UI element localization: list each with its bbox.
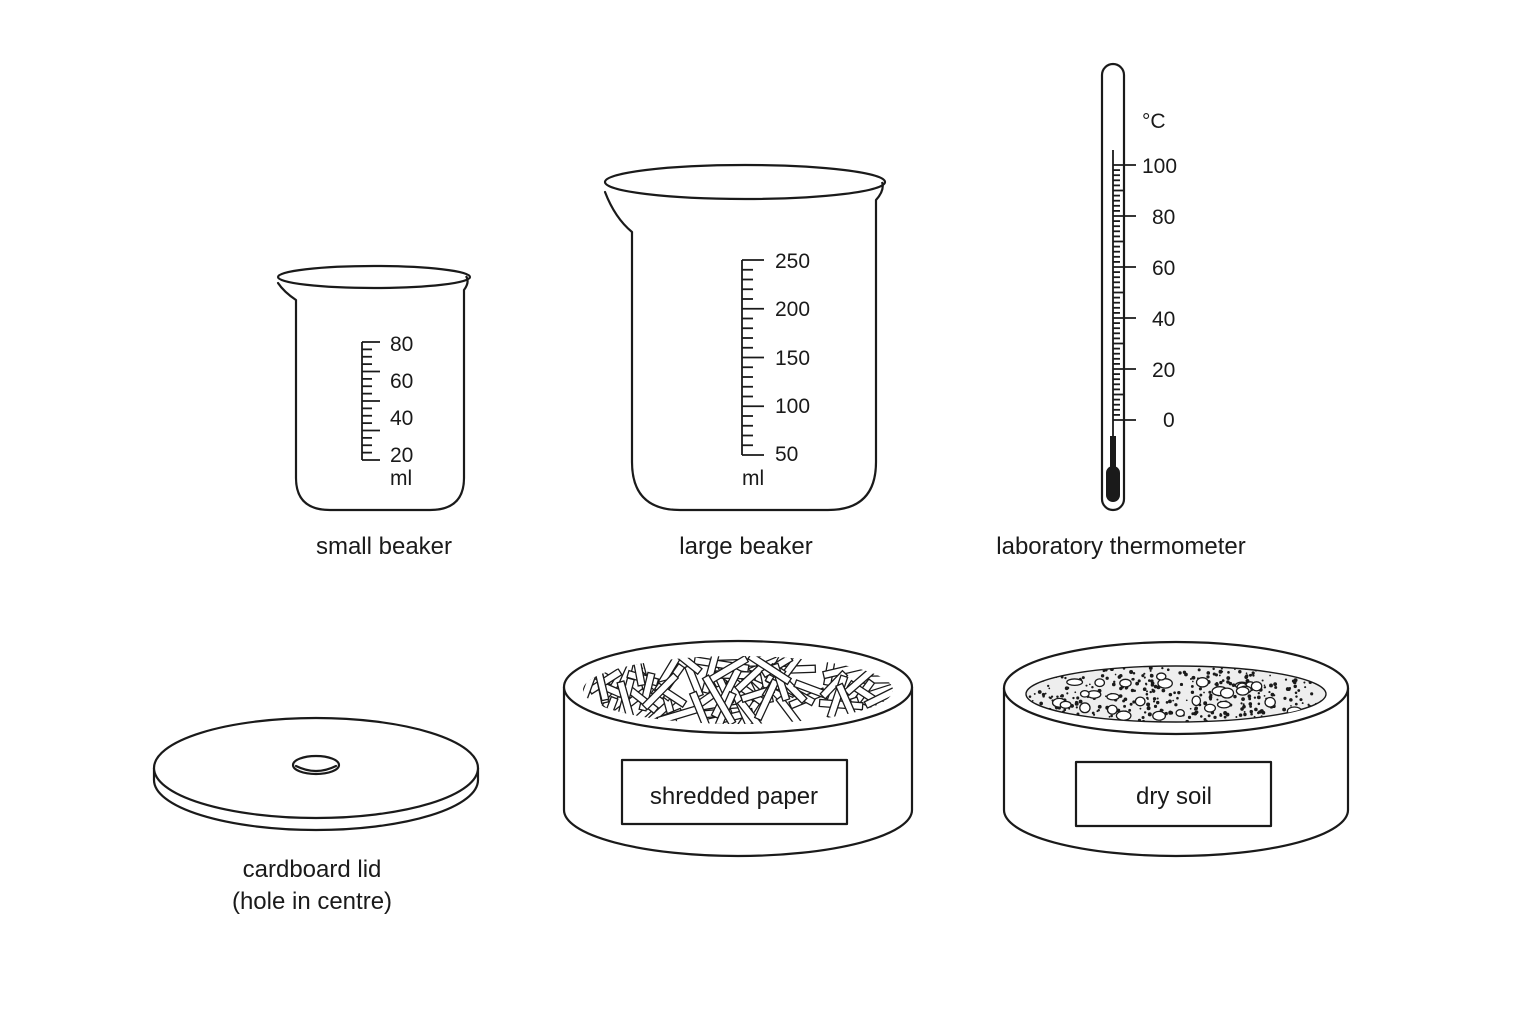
thermometer: °C 100 80 60 40 20 0 [1100, 62, 1177, 512]
small-beaker-scale-label-80: 80 [390, 333, 413, 356]
thermometer-scale-label-60: 60 [1152, 257, 1175, 280]
thermometer-unit: °C [1142, 110, 1166, 133]
shredded-paper-label-box [620, 758, 849, 826]
cardboard-lid-caption-line1: cardboard lid [242, 856, 382, 883]
thermometer-caption: laboratory thermometer [996, 533, 1246, 560]
thermometer-scale-label-100: 100 [1142, 155, 1177, 178]
cardboard-lid [152, 716, 480, 832]
thermometer-scale-label-20: 20 [1152, 359, 1175, 382]
lid-hole [291, 754, 341, 776]
small-beaker-caption: small beaker [315, 533, 453, 560]
large-beaker-scale [741, 259, 764, 456]
small-beaker-scale-label-40: 40 [390, 407, 413, 430]
small-beaker-scale-label-20: 20 [390, 444, 413, 467]
large-beaker-scale-label-150: 150 [775, 347, 810, 370]
small-beaker-scale-label-60: 60 [390, 370, 413, 393]
small-beaker: 80 60 40 20 ml [276, 264, 472, 512]
thermometer-scale [1113, 164, 1136, 421]
dry-soil-label: dry soil [1136, 783, 1212, 810]
shredded-paper-label: shredded paper [650, 783, 818, 810]
dry-soil-label-box [1074, 760, 1273, 828]
thermometer-scale-label-40: 40 [1152, 308, 1175, 331]
small-beaker-unit: ml [390, 467, 412, 490]
large-beaker-unit: ml [742, 467, 764, 490]
cardboard-lid-caption-line2: (hole in centre) [231, 888, 393, 915]
large-beaker-scale-label-100: 100 [775, 395, 810, 418]
small-beaker-scale [361, 341, 380, 461]
shredded-paper-dish: shredded paper [562, 639, 914, 858]
large-beaker-caption: large beaker [679, 533, 813, 560]
dry-soil-dish: dry soil [1002, 640, 1350, 858]
large-beaker-scale-label-250: 250 [775, 250, 810, 273]
large-beaker-scale-label-50: 50 [775, 443, 798, 466]
thermometer-scale-label-0: 0 [1163, 409, 1175, 432]
large-beaker-scale-label-200: 200 [775, 298, 810, 321]
thermometer-scale-label-80: 80 [1152, 206, 1175, 229]
large-beaker: 250 200 150 100 50 ml [603, 163, 887, 512]
